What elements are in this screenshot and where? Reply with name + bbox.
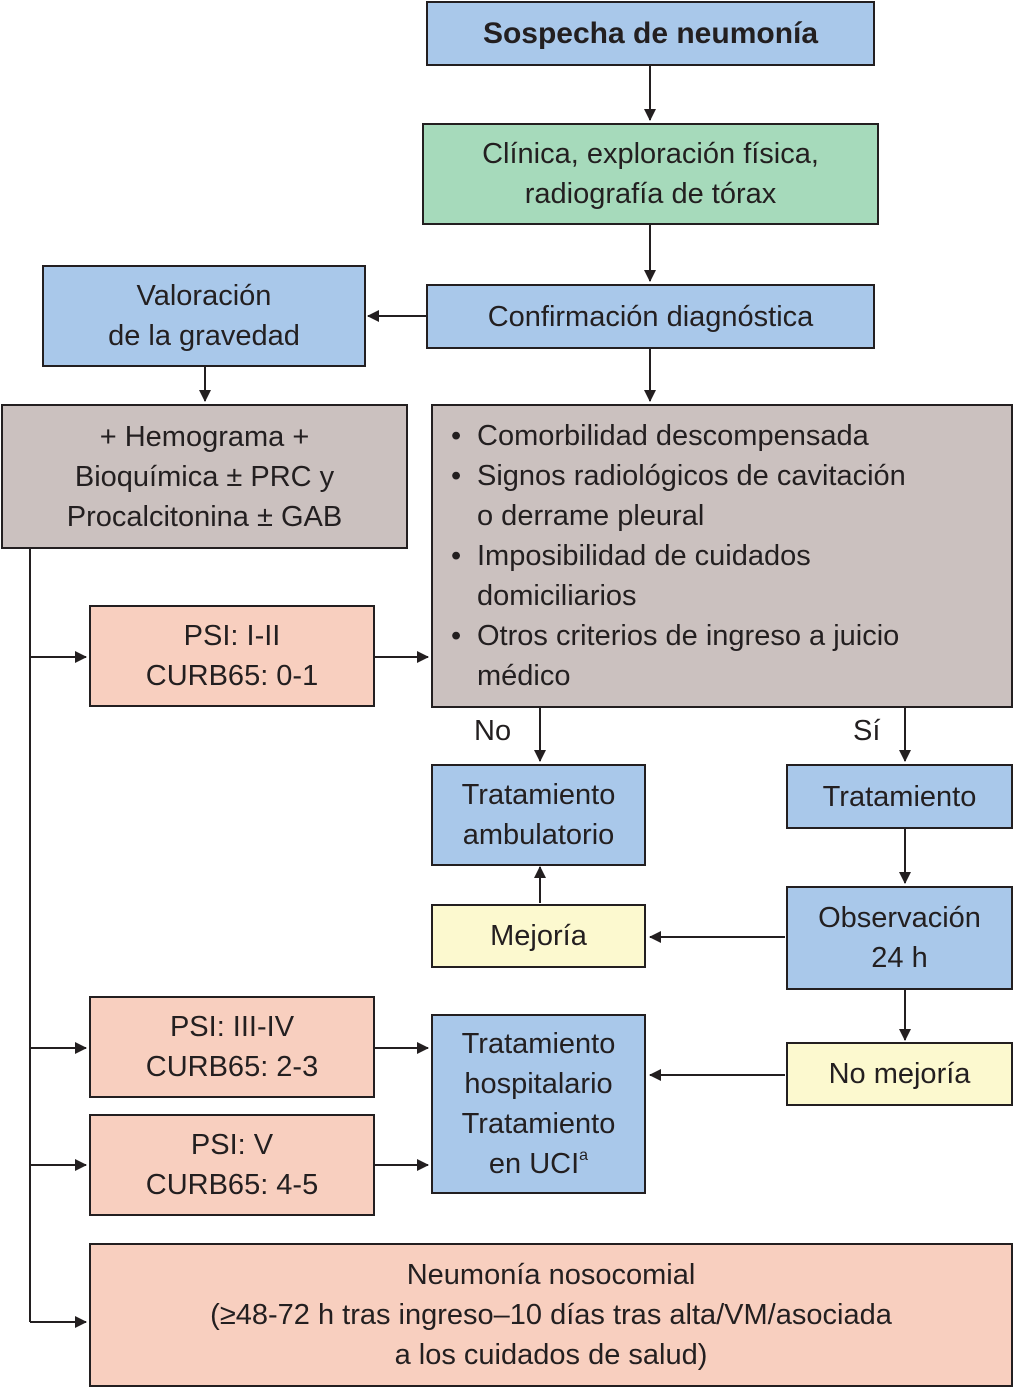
- node-text: Neumonía nosocomial: [406, 1259, 696, 1291]
- node-text: de la gravedad: [108, 320, 300, 352]
- node-pruebas-laboratorio: + Hemograma + Bioquímica ± PRC y Procalc…: [1, 404, 408, 549]
- edge-label-si: Sí: [853, 715, 881, 747]
- uci-text: en UCI: [488, 1148, 580, 1180]
- criterio-text: Otros criterios de ingreso a juicio: [477, 620, 900, 652]
- node-observacion-24h: Observación 24 h: [786, 886, 1013, 990]
- criterio-item: • Comorbilidad descompensada: [451, 416, 869, 456]
- criterio-item: • Signos radiológicos de cavitación o de…: [451, 456, 906, 536]
- node-psi-iii-iv: PSI: III-IV CURB65: 2-3: [89, 996, 375, 1098]
- node-text: Tratamiento: [461, 1108, 616, 1140]
- node-text: CURB65: 0-1: [145, 660, 319, 692]
- footnote-marker: a: [579, 1147, 589, 1164]
- node-text: radiografía de tórax: [524, 178, 777, 210]
- node-text: Procalcitonina ± GAB: [66, 500, 343, 533]
- criterio-text: Imposibilidad de cuidados: [477, 540, 811, 572]
- node-text: Clínica, exploración física,: [482, 138, 819, 170]
- node-text: Sospecha de neumonía: [482, 16, 819, 50]
- node-tratamiento: Tratamiento: [786, 764, 1013, 829]
- node-text: PSI: I-II: [183, 620, 281, 652]
- node-text: Confirmación diagnóstica: [487, 300, 814, 333]
- node-text: hospitalario: [464, 1068, 613, 1100]
- criterio-text: o derrame pleural: [477, 500, 705, 532]
- bullet-icon: •: [451, 460, 462, 492]
- criterio-item: • Otros criterios de ingreso a juicio mé…: [451, 616, 899, 696]
- node-psi-i-ii: PSI: I-II CURB65: 0-1: [89, 605, 375, 707]
- node-tratamiento-ambulatorio: Tratamiento ambulatorio: [431, 764, 646, 866]
- node-text: Tratamiento: [461, 1028, 616, 1060]
- node-text: (≥48-72 h tras ingreso–10 días tras alta…: [210, 1299, 892, 1331]
- node-text: PSI: III-IV: [169, 1011, 295, 1043]
- node-text: ambulatorio: [462, 819, 615, 851]
- node-text: Mejoría: [490, 920, 587, 952]
- node-valoracion-gravedad: Valoración de la gravedad: [42, 265, 366, 367]
- node-confirmacion-diagnostica: Confirmación diagnóstica: [426, 284, 875, 349]
- node-neumonia-nosocomial: Neumonía nosocomial (≥48-72 h tras ingre…: [89, 1243, 1013, 1387]
- node-criterios-ingreso: • Comorbilidad descompensada • Signos ra…: [431, 404, 1013, 708]
- criterio-text: Comorbilidad descompensada: [477, 420, 869, 452]
- node-text: Bioquímica ± PRC y: [74, 460, 335, 493]
- node-text: Observación: [818, 902, 981, 934]
- node-text: a los cuidados de salud): [394, 1339, 708, 1371]
- criterio-item: • Imposibilidad de cuidados domiciliario…: [451, 536, 811, 616]
- bullet-icon: •: [451, 420, 462, 452]
- node-text: Tratamiento: [461, 779, 616, 811]
- node-tratamiento-hospitalario-uci: Tratamiento hospitalario Tratamiento en …: [431, 1014, 646, 1194]
- node-text: 24 h: [871, 942, 928, 974]
- node-mejoria: Mejoría: [431, 904, 646, 968]
- criterio-text: Signos radiológicos de cavitación: [477, 460, 906, 492]
- node-text: PSI: V: [190, 1129, 274, 1161]
- node-text-uci: en UCIa: [489, 1144, 588, 1184]
- node-clinica-exploracion: Clínica, exploración física, radiografía…: [422, 123, 879, 225]
- bullet-icon: •: [451, 620, 462, 652]
- edge-label-no: No: [474, 715, 512, 747]
- node-text: Valoración: [136, 280, 272, 312]
- node-text: CURB65: 2-3: [145, 1051, 319, 1083]
- node-text: CURB65: 4-5: [145, 1169, 319, 1201]
- node-text: Tratamiento: [822, 780, 977, 813]
- node-text: No mejoría: [828, 1058, 971, 1090]
- node-no-mejoria: No mejoría: [786, 1042, 1013, 1106]
- node-psi-v: PSI: V CURB65: 4-5: [89, 1114, 375, 1216]
- bullet-icon: •: [451, 540, 462, 572]
- node-sospecha-neumonia: Sospecha de neumonía: [426, 1, 875, 66]
- criterio-text: médico: [477, 660, 571, 692]
- node-text: + Hemograma +: [99, 420, 310, 453]
- criterio-text: domiciliarios: [477, 580, 637, 612]
